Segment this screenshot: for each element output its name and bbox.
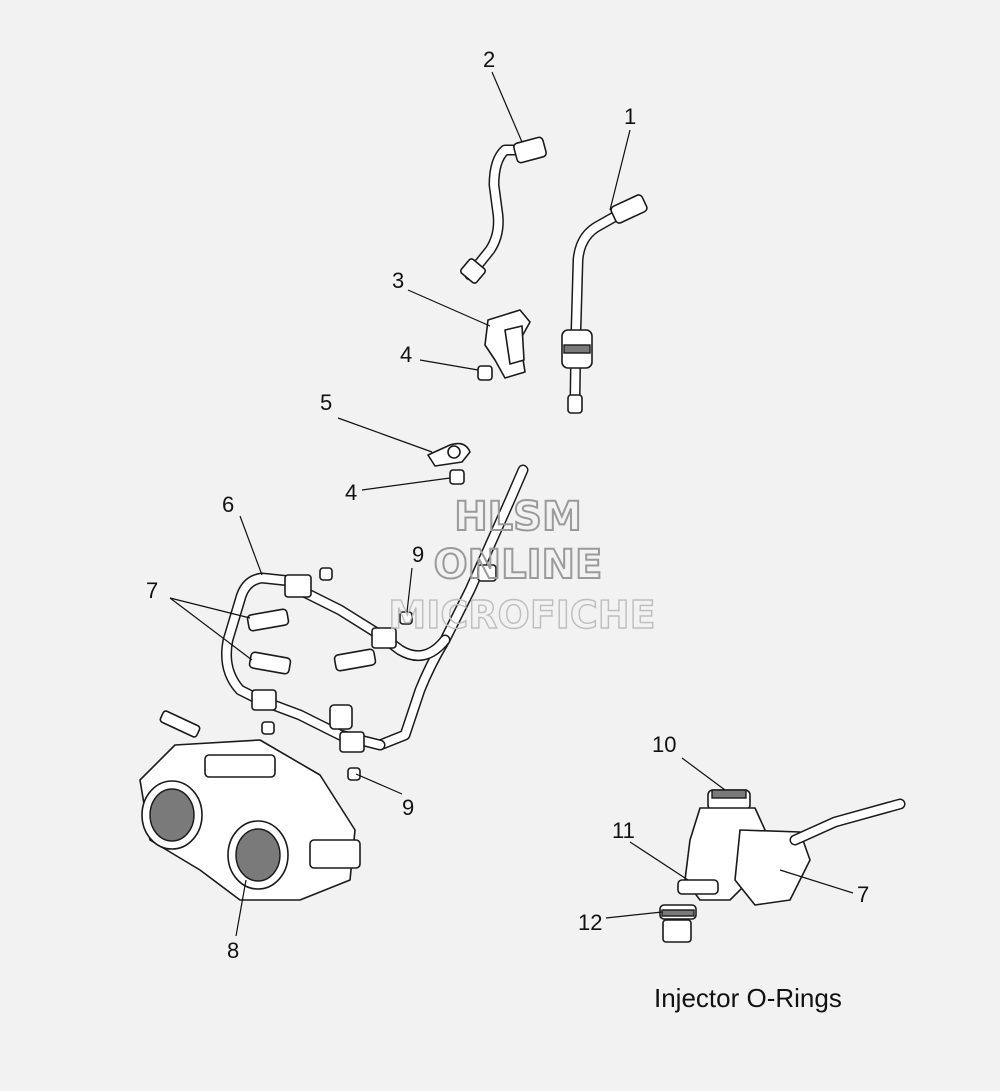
part-7-injectors (246, 608, 377, 730)
callout-7-inset: 7 (857, 882, 869, 907)
callout-9-upper: 9 (412, 542, 424, 567)
part-3-bracket (484, 309, 531, 379)
callout-5: 5 (320, 390, 332, 415)
callout-9-lower: 9 (402, 795, 414, 820)
inset-injector-o-rings (659, 789, 906, 943)
callout-4-upper: 4 (400, 342, 412, 367)
part-1-fuel-line-filter (561, 194, 648, 414)
watermark: HLSM ONLINE MICROFICHE (388, 493, 657, 638)
callout-11: 11 (612, 818, 635, 843)
part-9-screws (261, 567, 413, 781)
part-5-clamp (427, 442, 471, 467)
callout-10: 10 (652, 732, 676, 757)
watermark-line-1: HLSM (454, 494, 582, 540)
callout-labels: 1 2 3 4 5 4 6 9 7 10 11 9 7 12 8 (146, 47, 869, 963)
callout-12: 12 (578, 910, 602, 935)
callout-3: 3 (392, 268, 404, 293)
callout-2: 2 (483, 47, 495, 72)
callout-6: 6 (222, 492, 234, 517)
callout-1: 1 (624, 104, 636, 129)
callout-7-rail: 7 (146, 578, 158, 603)
part-2-fuel-hose (459, 136, 547, 284)
part-6-fuel-rail (221, 464, 529, 753)
part-4-screw-upper (477, 365, 493, 381)
inset-caption: Injector O-Rings (654, 983, 842, 1013)
part-8-throttle-body (139, 710, 361, 901)
watermark-line-3: MICROFICHE (388, 593, 655, 637)
leader-lines (169, 71, 854, 937)
callout-8: 8 (227, 938, 239, 963)
callout-4-lower: 4 (345, 480, 357, 505)
part-4-screw-lower (449, 469, 465, 485)
watermark-line-2: ONLINE (434, 542, 603, 588)
